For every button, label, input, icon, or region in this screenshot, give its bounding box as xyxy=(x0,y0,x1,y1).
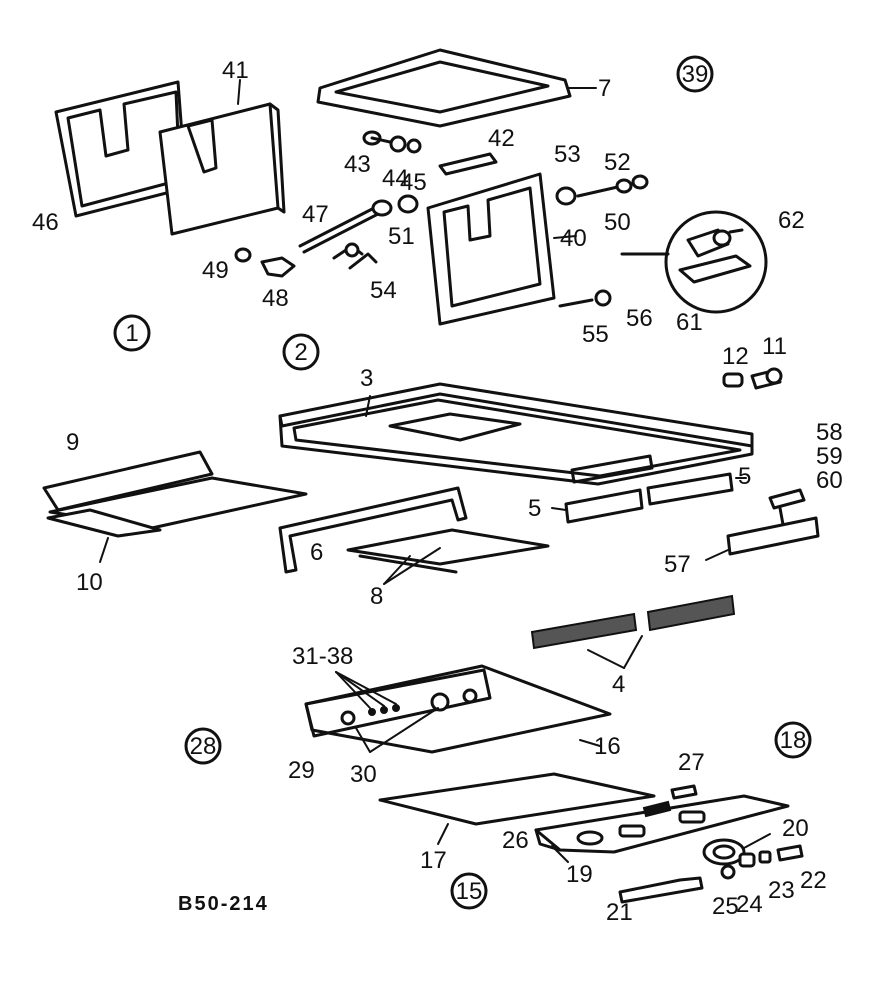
detail-61-62 xyxy=(620,210,768,314)
part-number: 3 xyxy=(360,365,373,392)
part-17-panel xyxy=(378,772,656,845)
part-number: 51 xyxy=(388,223,415,250)
part-number: 41 xyxy=(222,57,249,84)
part-number: 12 xyxy=(722,343,749,370)
part-number: 52 xyxy=(604,149,631,176)
group-number: 2 xyxy=(294,339,307,366)
part-number: 43 xyxy=(344,151,371,178)
part-number: 53 xyxy=(554,141,581,168)
part-number: 23 xyxy=(768,877,795,904)
part-3-tray xyxy=(278,382,754,486)
part-number: 20 xyxy=(782,815,809,842)
fasteners-50-53 xyxy=(555,174,649,206)
part-number: 21 xyxy=(606,899,633,926)
hardware-20-25 xyxy=(618,833,804,904)
part-number: 45 xyxy=(400,169,427,196)
part-number: 11 xyxy=(762,333,787,360)
part-number: 62 xyxy=(778,207,805,234)
part-51 xyxy=(397,194,419,214)
part-19-base xyxy=(534,784,790,863)
part-number: 25 xyxy=(712,893,739,920)
part-number: 48 xyxy=(262,285,289,312)
part-number: 47 xyxy=(302,201,329,228)
part-8-strips xyxy=(346,528,550,585)
part-number: 57 xyxy=(664,551,691,578)
fasteners-43-45 xyxy=(362,130,422,154)
part-5-filters xyxy=(551,472,747,524)
group-number: 39 xyxy=(682,61,709,88)
part-6-frame xyxy=(278,486,468,574)
part-40-door xyxy=(426,172,577,326)
part-number: 16 xyxy=(594,733,621,760)
part-9-10-plates xyxy=(42,450,308,563)
part-4-filters xyxy=(530,594,736,669)
part-54-clips xyxy=(332,242,378,270)
group-number: 28 xyxy=(190,733,217,760)
part-41-panel xyxy=(158,79,286,236)
part-number: 5 xyxy=(528,495,541,522)
part-number: 56 xyxy=(626,305,653,332)
part-57-assembly xyxy=(705,488,820,561)
part-number: 40 xyxy=(560,225,587,252)
part-number: 46 xyxy=(32,209,59,236)
part-number: 60 xyxy=(816,467,843,494)
part-number: 55 xyxy=(582,321,609,348)
part-number: 27 xyxy=(678,749,705,776)
group-circles xyxy=(113,55,812,910)
part-number: 59 xyxy=(816,443,843,470)
fasteners-11-12 xyxy=(722,367,783,390)
part-number: 26 xyxy=(502,827,529,854)
part-49 xyxy=(234,247,252,263)
part-48-wingnut xyxy=(260,256,296,278)
part-number: 29 xyxy=(288,757,315,784)
part-number: 61 xyxy=(676,309,703,336)
part-number: 58 xyxy=(816,419,843,446)
part-number: 24 xyxy=(736,891,763,918)
part-number: 8 xyxy=(370,583,383,610)
part-7-gasket xyxy=(316,48,597,128)
part-number: 4 xyxy=(612,671,625,698)
drawing-code: B50-214 xyxy=(178,893,269,915)
part-number: 10 xyxy=(76,569,103,596)
part-42-bracket xyxy=(438,152,498,176)
part-number: 9 xyxy=(66,429,79,456)
part-number: 17 xyxy=(420,847,447,874)
group-number: 1 xyxy=(125,320,138,347)
fasteners-55-56 xyxy=(558,289,612,308)
part-number: 5 xyxy=(738,463,751,490)
part-number: 30 xyxy=(350,761,377,788)
part-number: 6 xyxy=(310,539,323,566)
part-number: 22 xyxy=(800,867,827,894)
part-number: 49 xyxy=(202,257,229,284)
part-number: 50 xyxy=(604,209,631,236)
part-16-control-tray xyxy=(304,664,612,754)
part-number: 7 xyxy=(598,75,611,102)
part-47-shaft xyxy=(298,199,393,254)
part-number: 19 xyxy=(566,861,593,888)
part-number: 44 xyxy=(382,165,409,192)
group-number: 18 xyxy=(780,727,807,754)
part-number: 42 xyxy=(488,125,515,152)
part-number: 54 xyxy=(370,277,397,304)
group-number: 15 xyxy=(456,878,483,905)
part-number: 31-38 xyxy=(292,643,353,670)
